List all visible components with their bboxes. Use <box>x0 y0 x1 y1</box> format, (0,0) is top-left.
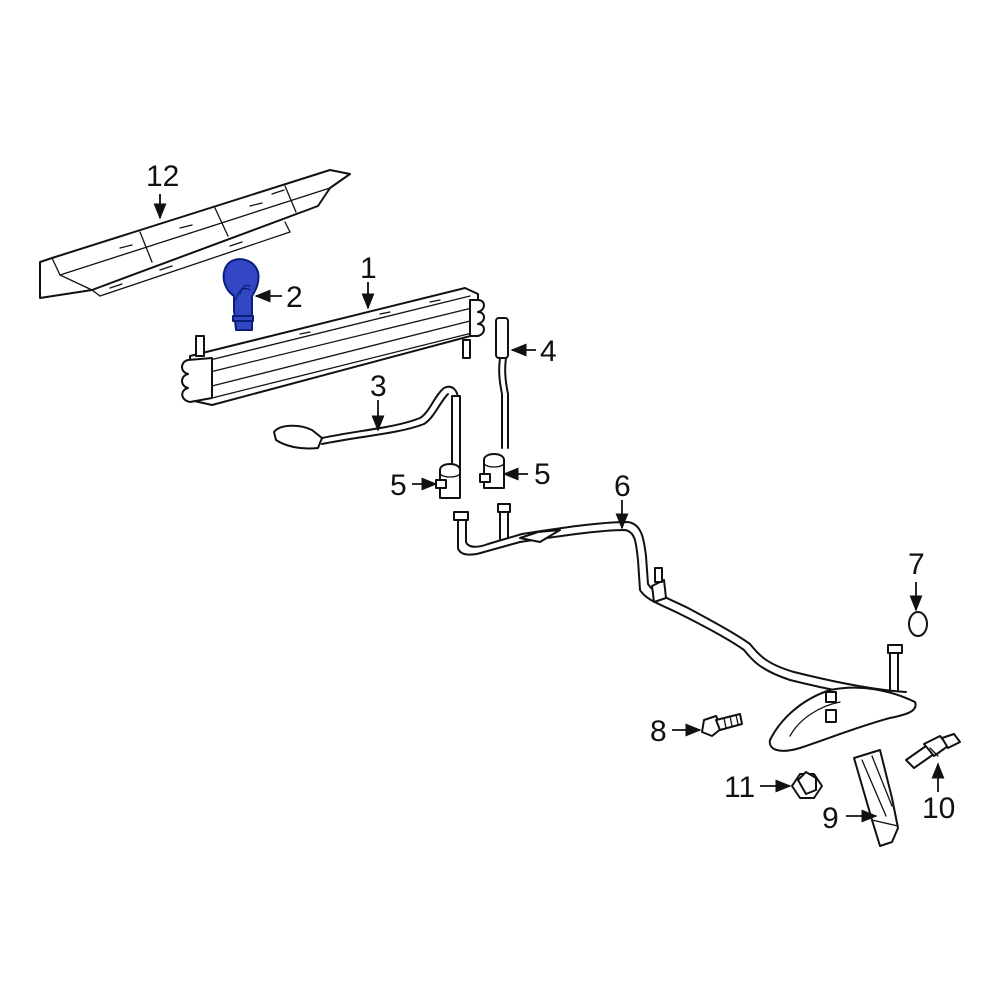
callout-9: 9 <box>822 802 839 835</box>
callout-12: 12 <box>146 160 179 193</box>
callout-arrows <box>153 194 945 823</box>
line-bracket[interactable] <box>768 686 917 752</box>
callout-8: 8 <box>650 715 667 748</box>
oil-cooler-part-1[interactable] <box>181 287 485 406</box>
cooler-line-part-6[interactable] <box>453 503 907 701</box>
callout-4: 4 <box>540 335 557 368</box>
tube-part-4[interactable] <box>495 317 509 449</box>
fitting-part-10[interactable] <box>905 733 961 769</box>
bracket-part-9[interactable] <box>853 749 899 847</box>
bolt-part-8[interactable] <box>701 713 743 737</box>
callout-5-left: 5 <box>390 469 407 502</box>
callout-5-right: 5 <box>534 458 551 491</box>
connector-part-5-left[interactable] <box>435 463 461 499</box>
callout-6: 6 <box>614 470 631 503</box>
connector-part-5-right[interactable] <box>479 453 505 489</box>
callout-3: 3 <box>370 370 387 403</box>
hose-part-3[interactable] <box>273 385 461 476</box>
callout-11: 11 <box>724 771 755 804</box>
callout-7: 7 <box>908 548 925 581</box>
shield-part-12[interactable] <box>39 169 351 299</box>
hose-part-2[interactable] <box>222 258 260 331</box>
callout-2: 2 <box>286 281 303 314</box>
callout-10: 10 <box>922 792 955 825</box>
callout-1: 1 <box>360 252 377 285</box>
nut-part-11[interactable] <box>791 771 823 799</box>
o-ring-part-7[interactable] <box>908 611 928 637</box>
